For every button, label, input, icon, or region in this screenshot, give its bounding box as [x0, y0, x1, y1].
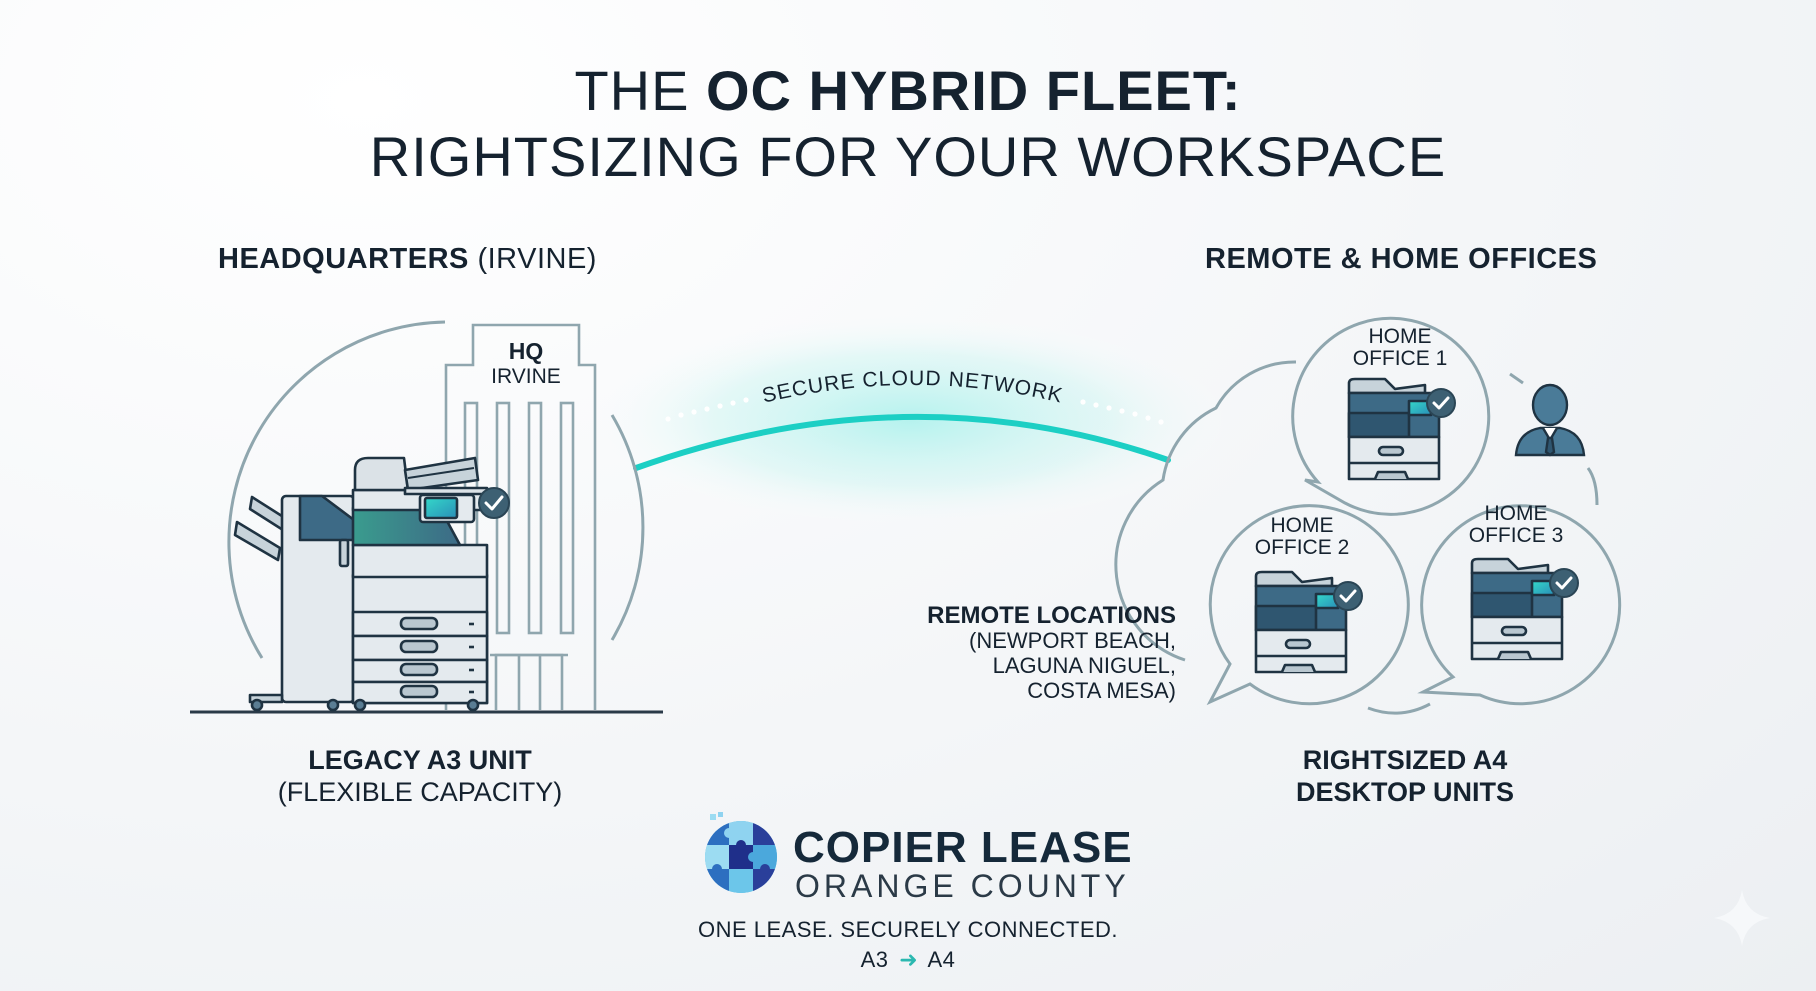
hq-building-icon	[444, 323, 597, 710]
to-size: A4	[927, 947, 956, 972]
remote-unit-caption: RIGHTSIZED A4 DESKTOP UNITS	[1235, 744, 1575, 808]
hq-arc-left	[227, 320, 446, 659]
hq-check-circle-icon	[478, 487, 510, 519]
remote-location-line: (NEWPORT BEACH,	[969, 628, 1176, 653]
a4-printer-icon-office-3	[1470, 557, 1579, 661]
hq-unit-caption: LEGACY A3 UNIT (FLEXIBLE CAPACITY)	[250, 744, 590, 808]
a3-printer-icon	[233, 456, 489, 712]
hq-arc-right	[610, 414, 645, 641]
hq-label-top: HQ	[508, 338, 544, 364]
check-circle-icon	[1333, 581, 1363, 611]
from-size: A3	[860, 947, 889, 972]
bubble-office-3	[1417, 504, 1622, 706]
connector-dash-top	[1509, 372, 1524, 385]
hq-unit-subtitle: (FLEXIBLE CAPACITY)	[277, 777, 563, 807]
remote-unit-title-2: DESKTOP UNITS	[1295, 777, 1515, 807]
headquarters-heading: HEADQUARTERS (IRVINE)	[218, 243, 597, 275]
remote-locations-text: REMOTE LOCATIONS (NEWPORT BEACH, LAGUNA …	[880, 603, 1176, 703]
puzzle-globe-icon	[705, 812, 777, 893]
check-circle-icon	[1426, 388, 1456, 418]
hq-label-bottom: IRVINE	[491, 365, 561, 388]
page-title: THE OC HYBRID FLEET: RIGHTSIZING FOR YOU…	[0, 58, 1816, 190]
right-arrow-icon: ➜	[899, 947, 919, 972]
title-line-1: THE OC HYBRID FLEET:	[574, 59, 1242, 122]
connector-dash-right	[1586, 467, 1599, 506]
brand-name-bottom: ORANGE COUNTY	[795, 868, 1130, 904]
a3-to-a4-indicator: A3 ➜ A4	[600, 947, 1216, 973]
network-dots	[665, 397, 1164, 425]
remote-unit-title-1: RIGHTSIZED A4	[1302, 745, 1508, 775]
remote-heading: REMOTE & HOME OFFICES	[1205, 243, 1598, 275]
brand-name-top: COPIER LEASE	[793, 823, 1133, 872]
remote-cloud-outline	[1114, 360, 1297, 662]
remote-locations-title: REMOTE LOCATIONS	[927, 602, 1176, 629]
remote-location-line: LAGUNA NIGUEL,	[992, 653, 1176, 678]
title-line-2: RIGHTSIZING FOR YOUR WORKSPACE	[369, 125, 1447, 188]
connector-dash-bottom	[1367, 702, 1431, 715]
business-person-icon	[1514, 383, 1586, 457]
a4-printer-icon-office-2	[1254, 570, 1363, 674]
a4-printer-icon-office-1	[1347, 377, 1456, 481]
check-circle-icon	[1549, 568, 1579, 598]
bubble-office-1	[1291, 316, 1491, 516]
hq-building-label: HQ IRVINE	[476, 338, 576, 390]
sparkle-icon	[1714, 890, 1770, 946]
brand-tagline: ONE LEASE. SECURELY CONNECTED.	[697, 917, 1119, 942]
bubble-office-2	[1206, 504, 1410, 706]
network-line	[633, 413, 1171, 471]
hq-unit-title: LEGACY A3 UNIT	[308, 745, 532, 775]
remote-location-line: COSTA MESA)	[1027, 678, 1176, 703]
home-office-bubbles	[1206, 316, 1622, 706]
